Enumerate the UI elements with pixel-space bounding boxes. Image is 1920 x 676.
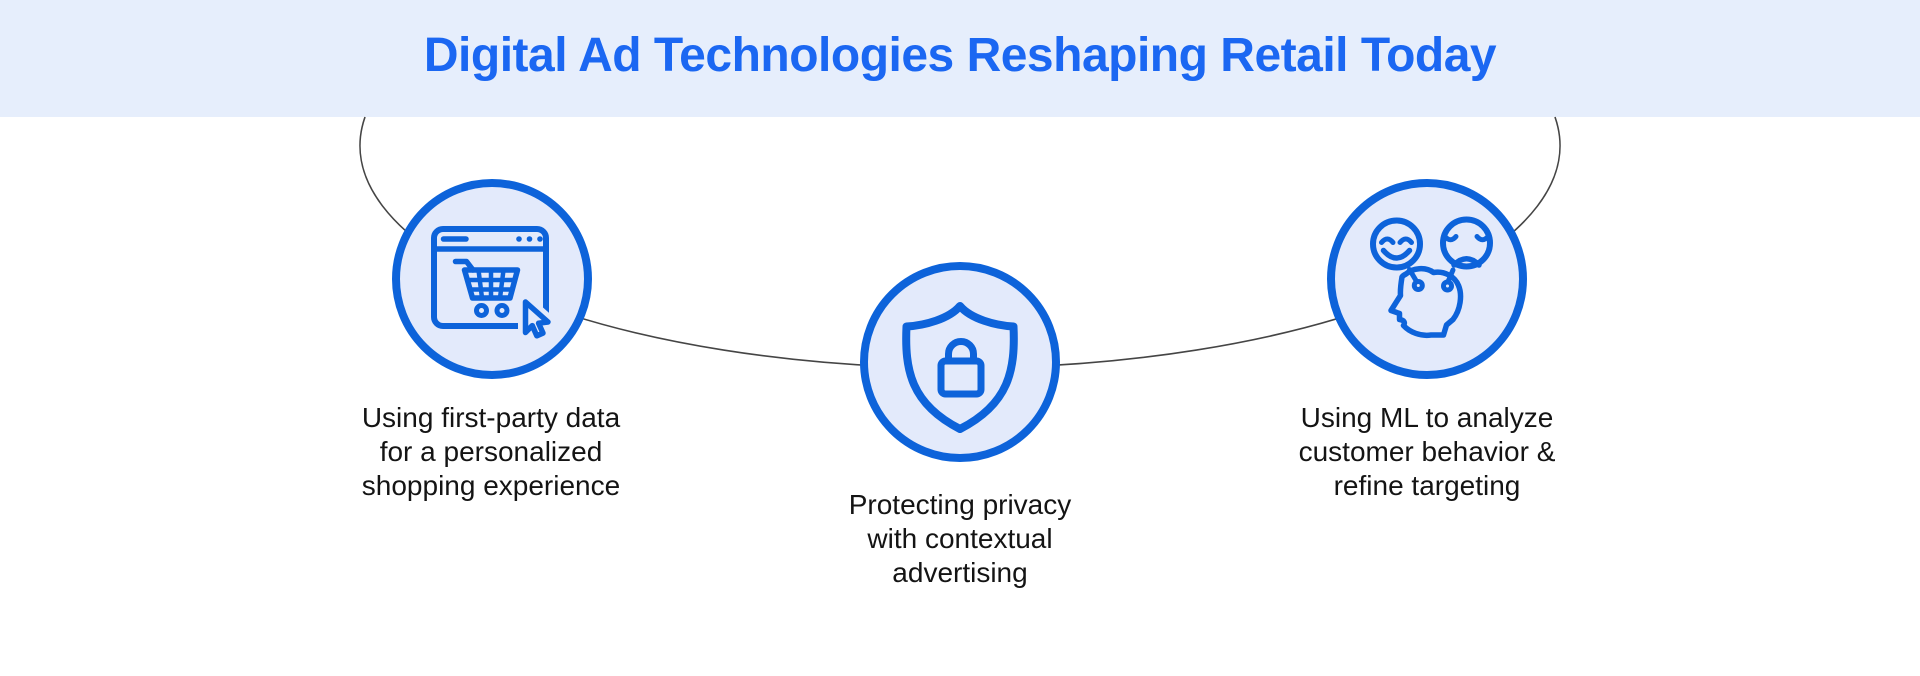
- shopping-cart-browser-icon: [431, 226, 556, 344]
- label-line: for a personalized: [379, 436, 603, 467]
- node-label-first-party-data: Using first-party data for a personalize…: [281, 401, 701, 503]
- label-line: Using ML to analyze: [1300, 402, 1554, 433]
- node-contextual-advertising: [860, 262, 1060, 462]
- node-label-ml-customer-analysis: Using ML to analyze customer behavior & …: [1217, 401, 1637, 503]
- shield-lock-icon: [902, 302, 1018, 433]
- label-line: with contextual: [867, 523, 1053, 554]
- node-ml-customer-analysis: [1327, 179, 1527, 379]
- label-line: customer behavior &: [1298, 436, 1556, 467]
- label-line: advertising: [892, 557, 1028, 588]
- sentiment-faces-head-icon: [1370, 216, 1493, 339]
- node-first-party-data: [392, 179, 592, 379]
- label-line: refine targeting: [1333, 470, 1521, 501]
- page-title: Digital Ad Technologies Reshaping Retail…: [423, 29, 1497, 82]
- cursor-icon: [522, 299, 551, 339]
- header-band: Digital Ad Technologies Reshaping Retail…: [0, 0, 1920, 117]
- node-circle: [1327, 179, 1527, 379]
- sad-face: [1440, 216, 1493, 270]
- happy-face: [1370, 217, 1423, 271]
- node-label-contextual-advertising: Protecting privacy with contextual adver…: [750, 488, 1170, 590]
- label-line: Protecting privacy: [848, 489, 1072, 520]
- label-line: shopping experience: [361, 470, 621, 501]
- label-line: Using first-party data: [361, 402, 621, 433]
